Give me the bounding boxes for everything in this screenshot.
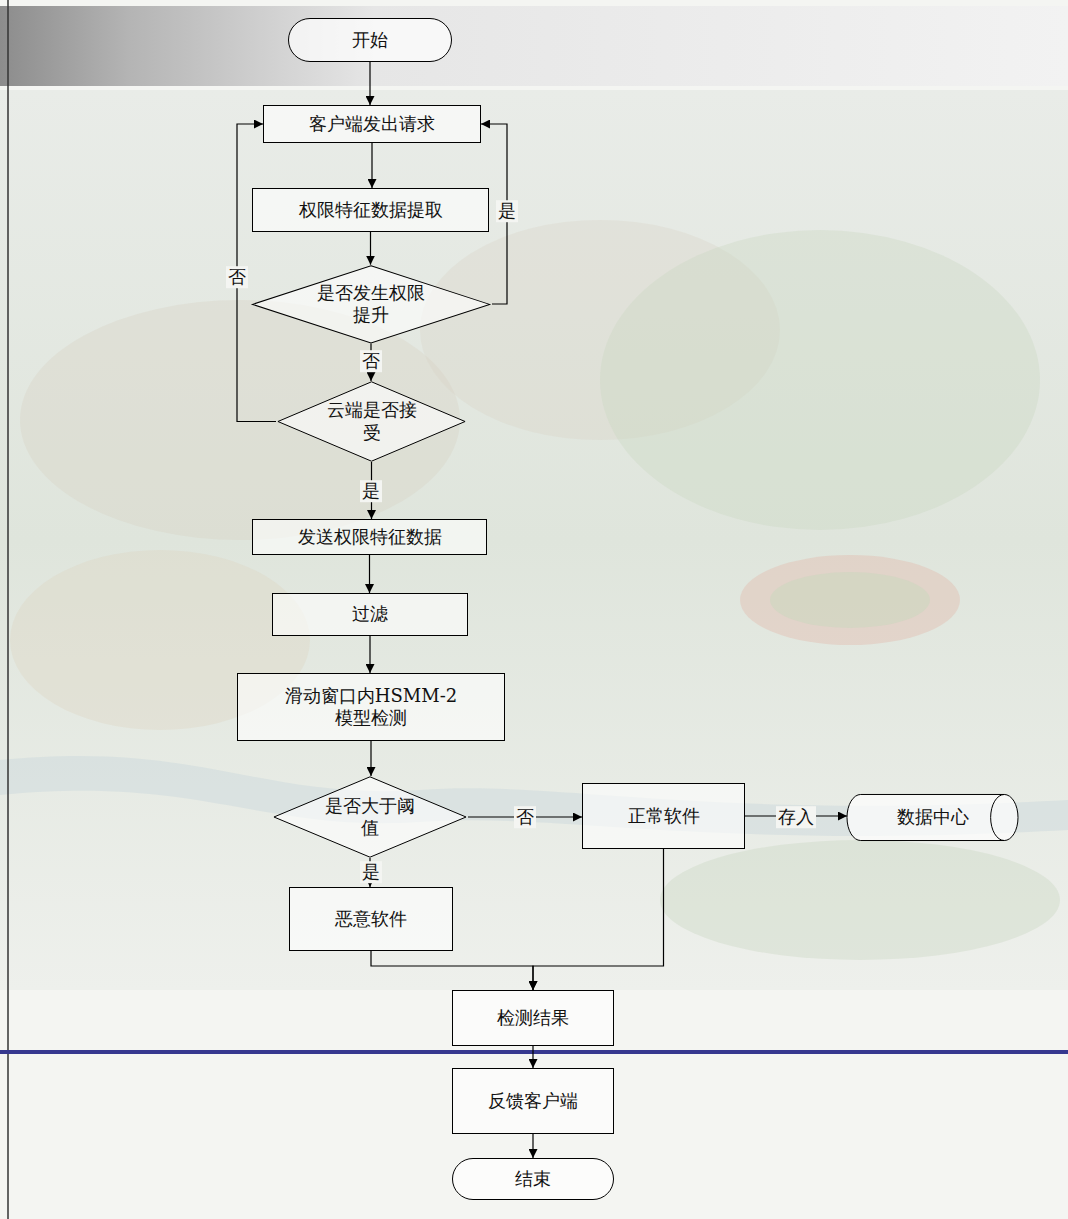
trees [600, 230, 1040, 530]
node-text: 检测结果 [497, 1007, 569, 1030]
slide-rule [0, 1050, 1068, 1054]
start-terminal: 开始 [288, 18, 452, 62]
process-box: 检测结果 [452, 990, 614, 1046]
text-group: 正常软件 [628, 805, 700, 828]
flow-connector [532, 1134, 533, 1158]
node-text: 结束 [515, 1168, 551, 1191]
edge-label: 存入 [776, 806, 816, 828]
end-terminal: 结束 [452, 1158, 614, 1200]
frame-line [7, 0, 9, 1219]
flow-connector [371, 143, 372, 188]
node-text: 云端是否接受 [322, 399, 422, 444]
node-text: 反馈客户端 [488, 1090, 578, 1113]
decision-diamond: 是否大于阈值 [272, 776, 468, 858]
process-box: 过滤 [272, 593, 468, 636]
text-group: 结束 [515, 1168, 551, 1191]
node-text: 客户端发出请求 [309, 113, 435, 136]
node-text: 是否发生权限提升 [311, 282, 431, 327]
edge-label: 否 [360, 350, 382, 372]
node-text: 数据中心 [897, 806, 969, 829]
flow-connector [369, 636, 370, 673]
edge-label: 否 [514, 806, 536, 828]
text-group: 是否大于阈值 [320, 795, 420, 840]
text-group: 检测结果 [497, 1007, 569, 1030]
process-box: 反馈客户端 [452, 1068, 614, 1134]
node-text: 权限特征数据提取 [299, 199, 443, 222]
process-box: 客户端发出请求 [263, 105, 481, 143]
process-box: 权限特征数据提取 [252, 188, 489, 232]
database-cylinder: 数据中心 [847, 794, 1018, 841]
result-box: 正常软件 [582, 783, 745, 849]
sports-track [740, 555, 960, 645]
node-text: 滑动窗口内HSMM-2模型检测 [284, 685, 459, 730]
text-group: 开始 [352, 29, 388, 52]
decision-diamond: 是否发生权限提升 [250, 265, 492, 344]
node-text: 开始 [352, 29, 388, 52]
header-band [0, 6, 1068, 86]
flow-connector [370, 741, 371, 776]
text-group: 发送权限特征数据 [298, 526, 442, 549]
building-area [20, 300, 460, 540]
node-text: 恶意软件 [335, 908, 407, 931]
text-group: 反馈客户端 [488, 1090, 578, 1113]
flow-connector [369, 555, 370, 593]
process-box: 滑动窗口内HSMM-2模型检测 [237, 673, 505, 741]
decision-diamond: 云端是否接受 [276, 381, 467, 462]
text-group: 恶意软件 [335, 908, 407, 931]
text-group: 滑动窗口内HSMM-2模型检测 [284, 685, 459, 730]
campus-haze [0, 90, 1068, 990]
text-group: 过滤 [352, 603, 388, 626]
flow-connector [532, 1046, 533, 1068]
flow-connector [371, 951, 533, 990]
result-box: 恶意软件 [289, 887, 453, 951]
text-group: 云端是否接受 [322, 399, 422, 444]
process-box: 发送权限特征数据 [252, 519, 487, 555]
flow-connector [369, 62, 370, 105]
edge-label: 是 [496, 200, 518, 222]
node-text: 是否大于阈值 [320, 795, 420, 840]
text-group: 数据中心 [897, 806, 969, 829]
text-group: 客户端发出请求 [309, 113, 435, 136]
node-text: 正常软件 [628, 805, 700, 828]
text-group: 权限特征数据提取 [299, 199, 443, 222]
edge-label: 是 [360, 480, 382, 502]
lawn [660, 840, 1060, 960]
node-text: 发送权限特征数据 [298, 526, 442, 549]
sports-field [770, 572, 930, 628]
node-text: 过滤 [352, 603, 388, 626]
text-group: 是否发生权限提升 [311, 282, 431, 327]
flow-connector [533, 849, 664, 990]
flow-connector [370, 232, 371, 265]
edge-label: 否 [226, 266, 248, 288]
edge-label: 是 [360, 861, 382, 883]
